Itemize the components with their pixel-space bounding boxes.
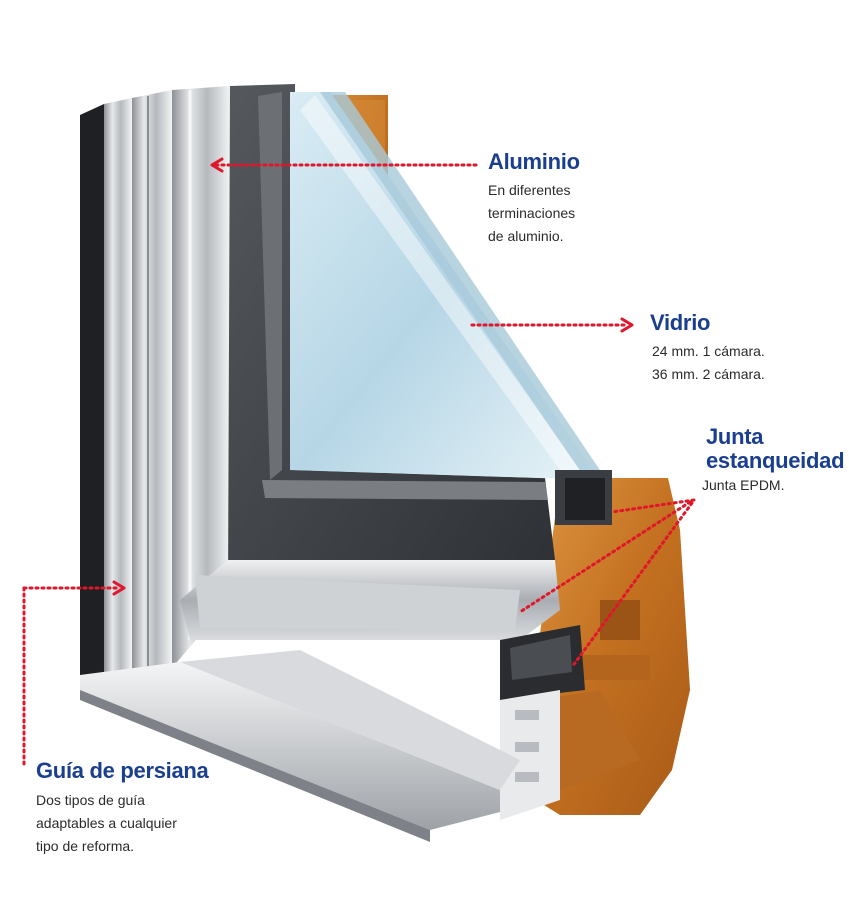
leader-arrowheads (112, 157, 634, 596)
callout-junta-title: Junta estanqueidad (706, 424, 845, 473)
callout-aluminio-title: Aluminio (488, 149, 580, 174)
callout-guia: Guía de persiana Dos tipos de guía adapt… (36, 760, 209, 858)
callout-vidrio: Vidrio 24 mm. 1 cámara. 36 mm. 2 cámara. (650, 312, 765, 386)
vertical-aluminium-profile (80, 86, 230, 690)
callout-aluminio-description: En diferentes terminaciones de aluminio. (488, 182, 576, 244)
horizontal-aluminium-profile (180, 560, 585, 820)
callout-aluminio: Aluminio En diferentes terminaciones de … (488, 151, 580, 248)
callout-vidrio-description: 24 mm. 1 cámara. 36 mm. 2 cámara. (652, 343, 765, 382)
double-glazing-glass (290, 92, 612, 525)
callout-junta-description: Junta EPDM. (702, 477, 785, 493)
callout-guia-description: Dos tipos de guía adaptables a cualquier… (36, 792, 177, 854)
callout-guia-title: Guía de persiana (36, 758, 209, 783)
leader-lines (22, 163, 696, 766)
callout-vidrio-title: Vidrio (650, 310, 711, 335)
window-sill (80, 650, 520, 842)
callout-junta: Junta estanqueidad Junta EPDM. (702, 424, 845, 497)
